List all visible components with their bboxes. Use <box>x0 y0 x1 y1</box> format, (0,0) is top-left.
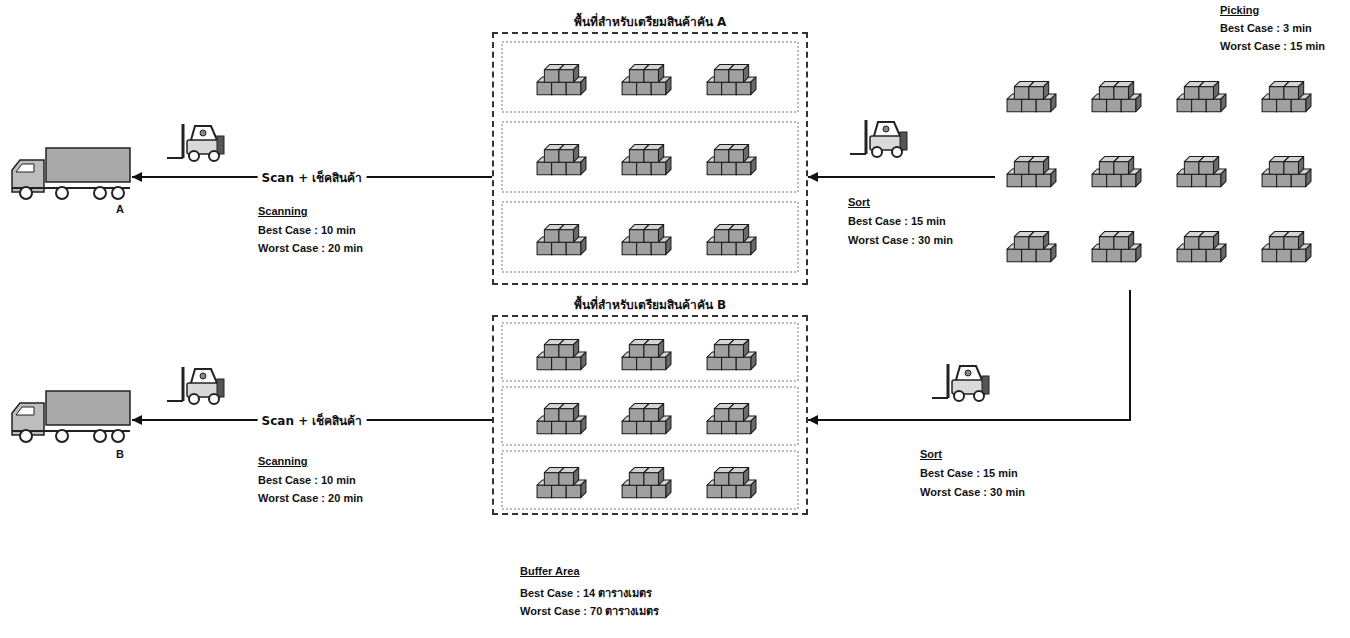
time-note: Best Case : 14 ตารางเมตร <box>520 584 652 602</box>
truck-node: A <box>8 140 132 215</box>
edge-label: Scan + เช็คสินค้า <box>258 411 367 430</box>
section-heading: Sort <box>848 196 870 208</box>
node-text: Picking <box>1220 4 1259 16</box>
forklift <box>850 120 907 157</box>
time-note: Worst Case : 20 min <box>258 242 363 254</box>
area-heading: พื้นที่สำหรับเตรียมสินค้าคัน A <box>494 12 806 31</box>
staging-area: พื้นที่สำหรับเตรียมสินค้าคัน A <box>492 32 808 285</box>
edge-label: Scan + เช็คสินค้า <box>258 168 367 187</box>
time-note: Best Case : 10 min <box>258 474 356 486</box>
node-text: B <box>116 448 124 460</box>
node-text: A <box>116 203 124 215</box>
time-note: Worst Case : 70 ตารางเมตร <box>520 602 659 620</box>
time-note: Best Case : 10 min <box>258 224 356 236</box>
truck-node: B <box>8 385 132 460</box>
time-note: Best Case : 15 min <box>848 215 946 227</box>
flow-arrow <box>808 290 1130 420</box>
time-note: Worst Case : 20 min <box>258 492 363 504</box>
time-note: Best Case : 15 min <box>920 467 1018 479</box>
staging-rows <box>502 42 798 509</box>
pallet-stacks <box>537 65 1311 498</box>
picking-area: PickingBest Case : 3 minWorst Case : 15 … <box>995 0 1345 290</box>
area-heading: พื้นที่สำหรับเตรียมสินค้าคัน B <box>494 295 806 314</box>
section-heading: Sort <box>920 448 942 460</box>
time-note: Worst Case : 30 min <box>848 234 953 246</box>
flow-arrow <box>808 176 995 178</box>
time-note: Worst Case : 30 min <box>920 486 1025 498</box>
forklift <box>932 364 989 401</box>
staging-area: พื้นที่สำหรับเตรียมสินค้าคัน B <box>492 315 808 515</box>
section-heading: Buffer Area <box>520 565 580 577</box>
forklift <box>167 367 224 404</box>
truck-b <box>12 391 130 442</box>
section-heading: Scanning <box>258 205 308 217</box>
section-heading: Scanning <box>258 455 308 467</box>
forklift <box>167 124 224 161</box>
truck-a <box>12 148 130 199</box>
node-text: Worst Case : 15 min <box>1220 40 1325 52</box>
node-text: Best Case : 3 min <box>1220 22 1312 34</box>
